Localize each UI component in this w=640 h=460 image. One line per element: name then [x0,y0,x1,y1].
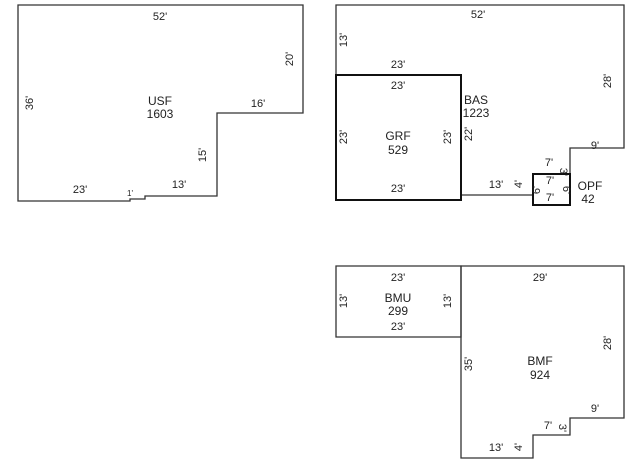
bas-area-code: BAS [464,93,488,107]
bmu-area-code: BMU [385,291,412,305]
bmf-area-code: BMF [527,354,552,368]
bmf-dim-left: 35' [463,357,475,371]
bmf-area-value: 924 [530,368,550,382]
grf-area-code: GRF [385,129,410,143]
opf-area-value: 42 [581,192,595,206]
grf-dim-left: 23' [338,130,350,144]
usf-dim-left: 36' [24,96,36,110]
bas-dim-right-step: 9' [591,140,599,152]
usf-dim-bottom-inner: 13' [172,179,186,191]
bmf-dim-notch-top: 7' [544,420,552,432]
bas-dim-inner-side: 22' [463,127,475,141]
bmu-dim-bottom: 23' [391,321,405,333]
usf-dim-bottom-small: 1' [127,189,133,198]
bas-dim-upper-band-width: 23' [391,59,405,71]
bmf-dim-top: 29' [533,272,547,284]
grf-outline [335,74,462,201]
opf-area-code: OPF [578,179,603,193]
opf-outline [532,173,571,206]
bmf-dim-bottom: 13' [489,442,503,454]
bas-area-value: 1223 [463,106,490,120]
bmu-area-value: 299 [388,304,408,318]
opf-dim-top-outer: 7' [545,157,553,169]
usf-dim-bottom-left: 23' [73,184,87,196]
opf-dim-notch-side: 3' [557,168,569,176]
usf-dim-step-side: 15' [197,148,209,162]
grf-area-value: 529 [388,143,408,157]
bmf-dim-right-step: 9' [591,403,599,415]
usf-outline [17,4,304,202]
opf-dim-left: 6' [531,186,543,194]
bmf-dim-notch-side: 3' [556,424,568,432]
opf-dim-top-inner: 7' [546,175,554,187]
usf-dim-step-top: 16' [251,98,265,110]
bas-dim-right: 28' [602,74,614,88]
bmu-dim-left: 13' [338,294,350,308]
usf-area-code: USF [148,94,172,108]
grf-dim-right: 23' [442,130,454,144]
usf-dim-top: 52' [153,11,167,23]
usf-dim-right: 20' [284,52,296,66]
grf-dim-top: 23' [391,80,405,92]
bmf-dim-notch-short: 4' [513,443,525,451]
bmu-dim-right: 13' [442,294,454,308]
grf-dim-bottom: 23' [391,183,405,195]
opf-dim-bottom: 7' [546,192,554,204]
bmf-dim-right: 28' [602,336,614,350]
bas-dim-top: 52' [471,9,485,21]
bas-dim-notch-short: 4' [513,180,525,188]
usf-area-value: 1603 [147,107,174,121]
bas-dim-left-upper: 13' [338,33,350,47]
bmf-outline [460,265,625,459]
bmu-dim-top: 23' [391,272,405,284]
opf-dim-right: 6' [560,186,572,194]
bas-dim-bottom: 13' [489,179,503,191]
